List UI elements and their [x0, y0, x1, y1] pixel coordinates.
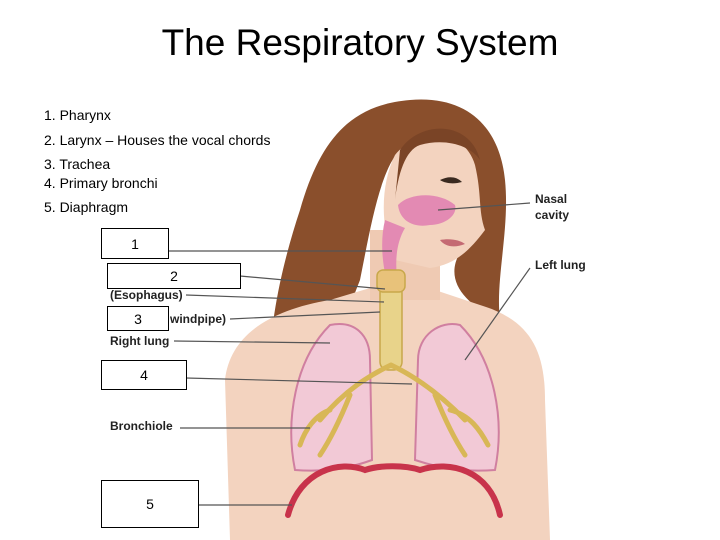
slide-title: The Respiratory System: [161, 22, 559, 63]
list-item-diaphragm: 5. Diaphragm: [44, 199, 129, 215]
answer-box-5[interactable]: 5: [101, 480, 199, 528]
label-nasal-line2: cavity: [535, 208, 569, 222]
leader-line-right-lung: [173, 340, 331, 344]
label-nasal-line1: Nasal: [535, 192, 567, 206]
trachea-shape: [379, 284, 403, 371]
leader-line-2: [239, 275, 386, 290]
answer-box-1[interactable]: 1: [101, 228, 169, 259]
bronchi-shape: [297, 362, 491, 458]
leader-line-esophagus: [185, 294, 385, 303]
larynx-shape: [376, 269, 406, 293]
label-left-lung: Left lung: [535, 258, 586, 272]
answer-box-2[interactable]: 2: [107, 263, 241, 289]
leader-line-3: [229, 311, 381, 320]
hair-front: [395, 128, 480, 200]
list-item-larynx: 2. Larynx – Houses the vocal chords: [44, 132, 271, 148]
leader-line-left-lung: [464, 267, 531, 361]
label-right-lung: Right lung: [110, 334, 169, 348]
diaphragm-shape: [285, 463, 503, 518]
lips: [440, 239, 465, 247]
leader-line-4: [185, 377, 413, 385]
label-esophagus: (Esophagus): [110, 288, 183, 302]
list-item-primary-bronchi: 4. Primary bronchi: [44, 175, 158, 191]
eye: [440, 177, 462, 184]
list-item-pharynx: 1. Pharynx: [44, 107, 111, 123]
list-item-trachea: 3. Trachea: [44, 156, 111, 172]
pharynx-shape: [382, 220, 405, 285]
answer-box-3[interactable]: 3: [107, 306, 169, 331]
nasal-cavity-shape: [398, 195, 456, 226]
label-windpipe: windpipe): [169, 312, 226, 326]
label-bronchiole: Bronchiole: [110, 419, 173, 433]
answer-box-4[interactable]: 4: [101, 360, 187, 390]
leader-line-nasal: [437, 202, 531, 211]
